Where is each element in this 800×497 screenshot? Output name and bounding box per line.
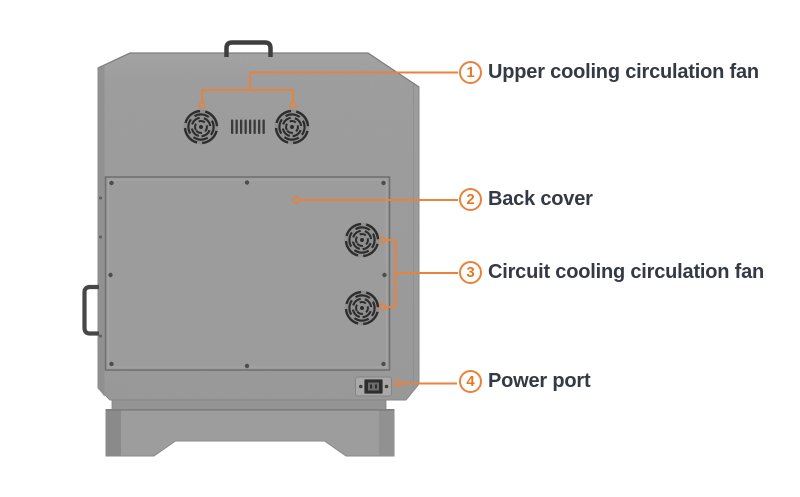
callout-1-number-badge: 1 — [459, 61, 482, 84]
marker-icon — [289, 101, 297, 109]
screw-icon — [99, 196, 102, 200]
body-left-edge — [98, 64, 105, 397]
marker-icon — [291, 195, 301, 205]
machine-base — [105, 399, 395, 457]
callout-1-label: Upper cooling circulation fan — [488, 61, 759, 83]
screw-icon — [99, 334, 102, 338]
callout-4: 4 Power port — [459, 370, 591, 393]
callout-2: 2 Back cover — [459, 188, 593, 211]
marker-icon — [379, 303, 387, 311]
base-left-foot — [106, 409, 121, 456]
callout-line-1 — [198, 71, 458, 109]
screw-icon — [99, 235, 102, 239]
back-cover-panel — [104, 176, 391, 371]
marker-icon — [379, 236, 387, 244]
screw-icon — [108, 272, 113, 278]
screw-icon — [381, 180, 386, 186]
callout-2-label: Back cover — [488, 188, 593, 210]
marker-icon — [393, 379, 402, 388]
screw-icon — [381, 361, 386, 367]
callout-line-2 — [291, 195, 458, 205]
callout-line-4 — [393, 379, 457, 388]
callout-4-label: Power port — [488, 370, 591, 392]
callout-4-number-badge: 4 — [459, 370, 482, 393]
top-handle-icon — [224, 40, 273, 57]
callout-2-number-badge: 2 — [459, 188, 482, 211]
callout-1: 1 Upper cooling circulation fan — [459, 61, 759, 84]
side-handle-icon — [82, 284, 99, 336]
base-right-foot — [379, 409, 394, 456]
callout-3-number-badge: 3 — [459, 261, 482, 284]
callout-3: 3 Circuit cooling circulation fan — [459, 261, 764, 284]
marker-icon — [198, 101, 206, 109]
callout-line-3 — [379, 236, 458, 311]
screw-icon — [244, 180, 250, 185]
power-port-icon — [355, 376, 392, 397]
vent-slots-icon — [231, 119, 265, 134]
callout-3-label: Circuit cooling circulation fan — [488, 261, 765, 283]
screw-icon — [382, 272, 387, 278]
screw-icon — [244, 363, 250, 369]
screw-icon — [109, 180, 114, 186]
screw-icon — [109, 361, 114, 367]
